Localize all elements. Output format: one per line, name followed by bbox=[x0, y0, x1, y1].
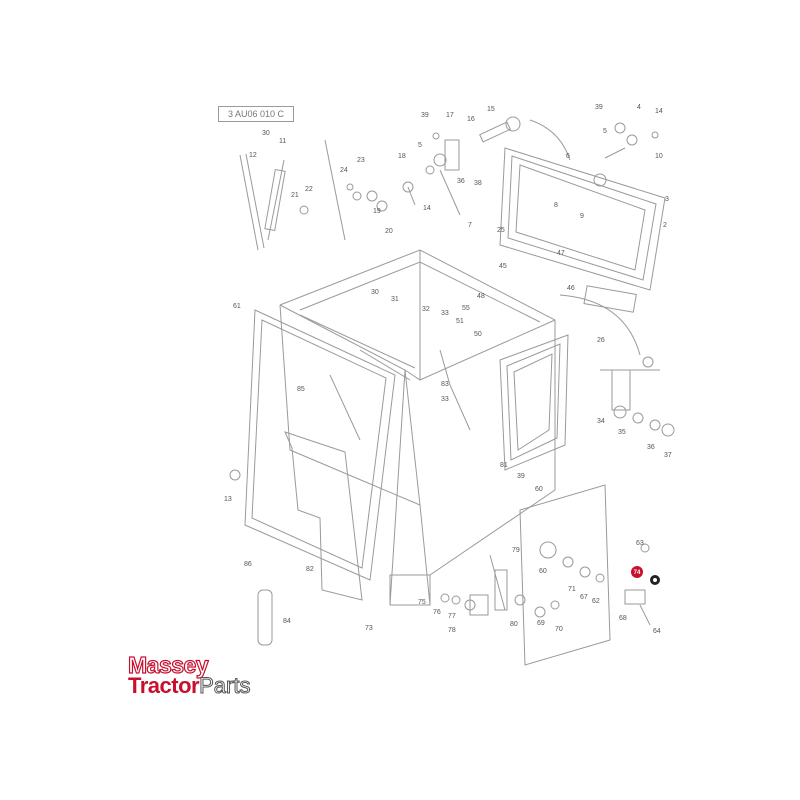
part-label-69: 69 bbox=[537, 620, 545, 627]
part-label-80: 80 bbox=[510, 621, 518, 628]
part-label-74: 74 bbox=[634, 570, 641, 576]
part-label-33: 33 bbox=[441, 310, 449, 317]
part-label-79: 79 bbox=[512, 547, 520, 554]
part-label-46: 46 bbox=[567, 285, 575, 292]
part-label-26: 26 bbox=[597, 337, 605, 344]
part-label-20: 20 bbox=[385, 228, 393, 235]
logo-line-1: Massey bbox=[127, 652, 209, 678]
part-label-36: 36 bbox=[647, 444, 655, 451]
logo-massey-tractor-parts[interactable]: Massey TractorParts bbox=[127, 652, 251, 698]
part-label-19: 19 bbox=[373, 208, 381, 215]
part-label-6: 6 bbox=[566, 153, 570, 160]
part-label-4: 4 bbox=[637, 104, 641, 111]
part-label-36: 36 bbox=[457, 178, 465, 185]
part-label-64: 64 bbox=[653, 628, 661, 635]
part-label-81: 81 bbox=[500, 462, 508, 469]
hinge-parts-top bbox=[324, 116, 521, 241]
part-label-73: 73 bbox=[365, 625, 373, 632]
logo-tractor: Tractor bbox=[128, 673, 200, 698]
part-label-60: 60 bbox=[535, 486, 543, 493]
right-window bbox=[499, 285, 641, 471]
part-label-68: 68 bbox=[619, 615, 627, 622]
part-label-23: 23 bbox=[357, 157, 365, 164]
part-label-5: 5 bbox=[418, 142, 422, 149]
part-label-33: 33 bbox=[441, 396, 449, 403]
lower-door-panel bbox=[440, 484, 651, 666]
part-label-67: 67 bbox=[580, 594, 588, 601]
logo-parts: Parts bbox=[199, 673, 251, 698]
part-label-14: 14 bbox=[423, 205, 431, 212]
part-label-2: 2 bbox=[663, 222, 667, 229]
part-label-7: 7 bbox=[468, 222, 472, 229]
part-label-22: 22 bbox=[305, 186, 313, 193]
hinge-parts-right bbox=[600, 356, 675, 437]
part-label-30: 30 bbox=[371, 289, 379, 296]
part-label-13: 13 bbox=[224, 496, 232, 503]
part-label-55: 55 bbox=[462, 305, 470, 312]
part-label-9: 9 bbox=[580, 213, 584, 220]
part-label-16: 16 bbox=[467, 116, 475, 123]
part-label-3: 3 bbox=[665, 196, 669, 203]
cab-frame bbox=[279, 249, 556, 606]
part-label-86: 86 bbox=[244, 561, 252, 568]
part-label-14: 14 bbox=[655, 108, 663, 115]
part-label-77: 77 bbox=[448, 613, 456, 620]
part-label-21: 21 bbox=[291, 192, 299, 199]
part-label-39: 39 bbox=[517, 473, 525, 480]
highlighted-part-74[interactable] bbox=[631, 566, 660, 585]
part-label-37: 37 bbox=[664, 452, 672, 459]
part-label-61: 61 bbox=[233, 303, 241, 310]
part-label-25: 25 bbox=[497, 227, 505, 234]
part-label-70: 70 bbox=[555, 626, 563, 633]
part-label-84: 84 bbox=[283, 618, 291, 625]
part-label-76: 76 bbox=[433, 609, 441, 616]
part-label-18: 18 bbox=[398, 153, 406, 160]
left-door bbox=[244, 309, 396, 601]
part-label-71: 71 bbox=[568, 586, 576, 593]
part-label-30: 30 bbox=[262, 130, 270, 137]
part-label-34: 34 bbox=[597, 418, 605, 425]
part-label-51: 51 bbox=[456, 318, 464, 325]
part-label-31: 31 bbox=[391, 296, 399, 303]
part-label-10: 10 bbox=[655, 153, 663, 160]
part-label-8: 8 bbox=[554, 202, 558, 209]
part-label-62: 62 bbox=[592, 598, 600, 605]
rear-window bbox=[499, 119, 666, 291]
part-label-45: 45 bbox=[499, 263, 507, 270]
part-label-39: 39 bbox=[595, 104, 603, 111]
part-label-35: 35 bbox=[618, 429, 626, 436]
part-label-15: 15 bbox=[487, 106, 495, 113]
part-label-11: 11 bbox=[279, 138, 286, 145]
part-label-5: 5 bbox=[603, 128, 607, 135]
part-label-82: 82 bbox=[306, 566, 314, 573]
part-label-38: 38 bbox=[474, 180, 482, 187]
part-label-50: 50 bbox=[474, 331, 482, 338]
reference-code: 3 AU06 010 C bbox=[218, 106, 294, 122]
part-label-63: 63 bbox=[636, 540, 644, 547]
part-label-12: 12 bbox=[249, 152, 257, 159]
part-label-85: 85 bbox=[297, 386, 305, 393]
part-label-78: 78 bbox=[448, 627, 456, 634]
gas-strut-assembly bbox=[239, 153, 286, 251]
logo-line-2: TractorParts bbox=[128, 673, 251, 698]
part-label-75: 75 bbox=[418, 599, 426, 606]
part-label-83: 83 bbox=[441, 381, 449, 388]
part-label-60: 60 bbox=[539, 568, 547, 575]
part-label-24: 24 bbox=[340, 167, 348, 174]
part-label-39: 39 bbox=[421, 112, 429, 119]
part-label-32: 32 bbox=[422, 306, 430, 313]
part-label-17: 17 bbox=[446, 112, 454, 119]
loose-parts-left bbox=[229, 205, 309, 646]
part-label-48: 48 bbox=[477, 293, 485, 300]
part-label-47: 47 bbox=[557, 250, 565, 257]
